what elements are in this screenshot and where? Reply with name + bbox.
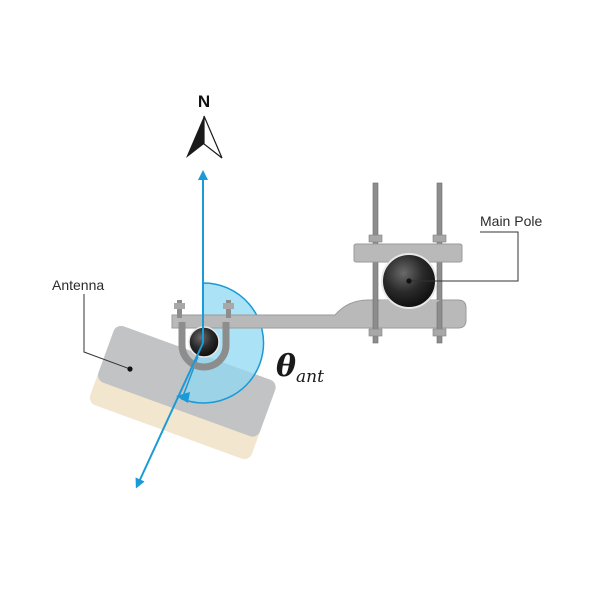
main-pole-label: Main Pole bbox=[480, 213, 542, 229]
clamp-nuts bbox=[368, 234, 447, 337]
theta-ant-label: θant bbox=[276, 349, 324, 387]
antenna-label: Antenna bbox=[52, 277, 104, 293]
antenna-leader bbox=[83, 294, 133, 372]
clamp-rods bbox=[372, 182, 443, 344]
north-compass-icon bbox=[186, 115, 223, 159]
main-pole-leader bbox=[406, 231, 519, 284]
antenna-u-bolt bbox=[174, 300, 234, 371]
antenna bbox=[89, 325, 276, 460]
north-label: N bbox=[198, 92, 210, 111]
antenna-body bbox=[98, 325, 276, 437]
theta-subscript: ant bbox=[296, 367, 324, 387]
azimuth-arrow bbox=[135, 342, 204, 489]
theta-symbol: θ bbox=[276, 349, 296, 384]
angle-arc-arrowhead bbox=[176, 392, 190, 403]
